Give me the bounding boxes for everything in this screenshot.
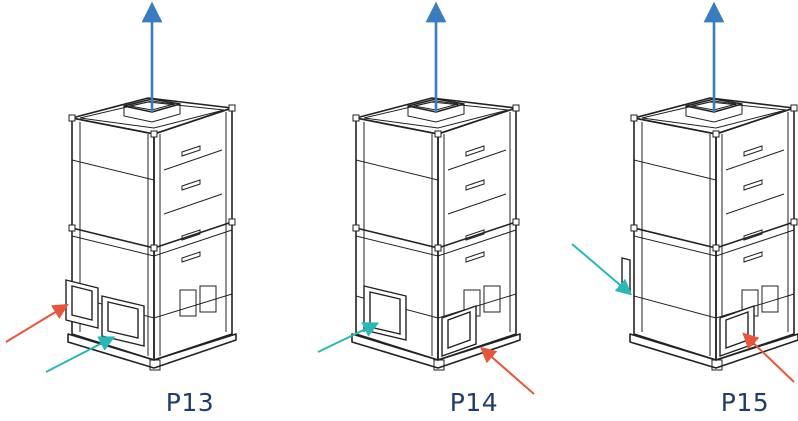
corner-bolt	[68, 114, 76, 122]
corner-bolt	[712, 130, 720, 138]
corner-bolt	[434, 130, 442, 138]
section-joint	[633, 221, 795, 249]
damper-return-inner	[71, 285, 93, 321]
door-handle	[181, 229, 201, 241]
top-duct-inner	[413, 100, 459, 111]
corner-bolt	[228, 218, 236, 226]
corner-bolt	[150, 130, 158, 138]
corner-bolt	[512, 218, 520, 226]
corner-bolt	[790, 104, 798, 112]
section-joint-inner	[355, 229, 517, 257]
panel-line	[447, 149, 507, 215]
base-foot	[433, 359, 445, 371]
top-duct-inner	[129, 100, 175, 111]
corner-bolt	[228, 104, 236, 112]
door-handle	[465, 229, 485, 241]
base-foot	[149, 359, 161, 371]
section-joint-inner	[633, 229, 795, 257]
section-joint	[71, 221, 233, 249]
panel-line	[163, 149, 223, 215]
unit-label-p15: P15	[720, 388, 770, 417]
panel-line	[71, 293, 233, 319]
top-duct-side	[123, 104, 181, 123]
panel-line	[633, 293, 795, 319]
panel-line	[633, 159, 717, 181]
corner-bolt	[434, 244, 442, 252]
corner-bolt	[512, 104, 520, 112]
base-frame	[67, 333, 237, 369]
right-face	[715, 107, 795, 361]
door-handle	[465, 145, 485, 157]
return-air-arrow-p15	[742, 332, 795, 383]
corner-bolt	[150, 244, 158, 252]
supply-air-arrow-p13	[45, 336, 116, 373]
unit-label-p14: P14	[449, 388, 499, 417]
top-duct-side	[685, 104, 743, 123]
corner-bolt	[352, 224, 360, 232]
ahu-unit-3	[621, 1, 798, 371]
corner-bolt	[352, 114, 360, 122]
panel-line	[725, 149, 785, 215]
door-handle	[743, 179, 763, 191]
corner-bolt	[712, 244, 720, 252]
corner-bolt	[68, 224, 76, 232]
door-handle	[465, 251, 485, 263]
service-door	[199, 285, 217, 313]
door-handle	[465, 179, 485, 191]
ahu-unit-2	[351, 1, 521, 371]
door-handle	[743, 229, 763, 241]
ahu-unit-1	[65, 1, 237, 371]
supply-air-arrow-p14	[317, 322, 380, 353]
damper-return-inner	[447, 311, 471, 349]
door-handle	[181, 251, 201, 263]
top-duct-inner	[691, 100, 737, 111]
service-door	[483, 285, 501, 313]
return-air-arrow-p13	[5, 303, 69, 343]
corner-bolt	[790, 218, 798, 226]
door-handle	[181, 179, 201, 191]
unit-label-p13: P13	[165, 388, 215, 417]
corner-bolt	[630, 114, 638, 122]
panel-line	[71, 159, 155, 181]
base-foot	[711, 359, 723, 371]
right-face	[437, 107, 517, 361]
right-face	[153, 107, 233, 361]
door-handle	[181, 145, 201, 157]
top-duct-side	[407, 104, 465, 123]
panel-line	[355, 159, 439, 181]
base-frame	[351, 333, 521, 369]
damper-supply-inner	[369, 291, 401, 335]
service-door	[761, 285, 779, 313]
damper-supply-inner	[107, 301, 139, 339]
section-joint	[355, 221, 517, 249]
supply-air-arrow-p15	[571, 243, 633, 296]
door-handle	[743, 145, 763, 157]
door-handle	[743, 251, 763, 263]
service-door	[179, 289, 197, 317]
corner-bolt	[630, 224, 638, 232]
return-air-arrow-p14	[479, 346, 535, 395]
section-joint-inner	[71, 229, 233, 257]
